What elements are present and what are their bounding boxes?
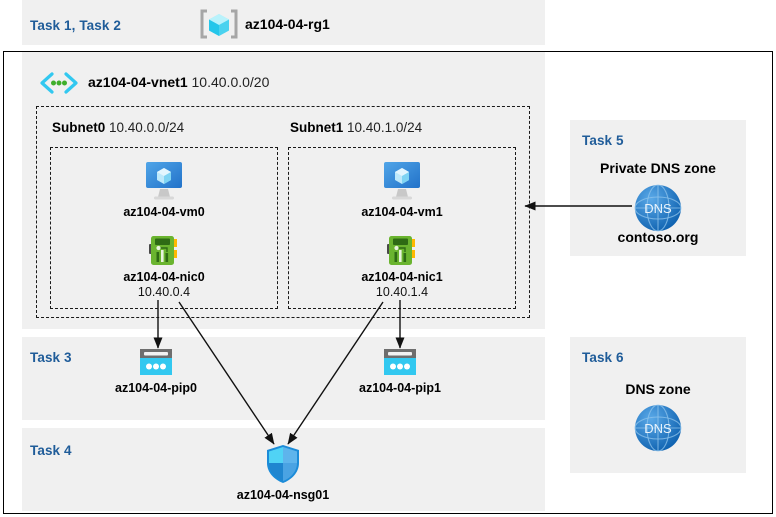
task-label-4: Task 4: [30, 443, 72, 458]
dns-zone-title: DNS zone: [625, 381, 691, 397]
task-label-3: Task 3: [30, 350, 72, 365]
subnet0-header: Subnet0 10.40.0.0/24: [52, 120, 185, 135]
subnet0-box: [50, 147, 278, 309]
vm0-node[interactable]: az104-04-vm0: [104, 160, 224, 220]
vnet-panel: [22, 52, 545, 329]
private-dns-zone-title: Private DNS zone: [600, 160, 716, 176]
subnet1-header: Subnet1 10.40.1.0/24: [290, 120, 423, 135]
task-label-6: Task 6: [582, 350, 624, 365]
pip0-label: az104-04-pip0: [115, 381, 197, 395]
nic1-label: az104-04-nic1: [361, 270, 443, 284]
vnet-name-label: az104-04-vnet1 10.40.0.0/20: [88, 74, 270, 90]
pip1-label: az104-04-pip1: [359, 381, 441, 395]
task-label-5: Task 5: [582, 133, 624, 148]
virtual-network-icon: [38, 72, 80, 94]
network-interface-icon: [342, 234, 462, 268]
nic0-label: az104-04-nic0: [123, 270, 205, 284]
dns-zone-icon: DNS: [633, 403, 683, 453]
network-interface-icon: [104, 234, 224, 268]
subnet0-cidr: 10.40.0.0/24: [109, 120, 185, 135]
virtual-machine-icon: [104, 160, 224, 202]
nsg-label: az104-04-nsg01: [236, 488, 330, 502]
pip1-node[interactable]: az104-04-pip1: [340, 347, 460, 396]
private-dns-zone-name: contoso.org: [617, 229, 699, 245]
subnets-container: [36, 106, 530, 318]
subnet1-box: [288, 147, 516, 309]
resource-group-icon: [199, 8, 239, 40]
virtual-machine-icon: [342, 160, 462, 202]
vnet-cidr: 10.40.0.0/20: [191, 74, 270, 90]
vm0-label: az104-04-vm0: [123, 205, 205, 219]
nic1-node[interactable]: az104-04-nic1 10.40.1.4: [342, 234, 462, 300]
public-ip-address-icon: [340, 347, 460, 377]
nic1-ip: 10.40.1.4: [375, 285, 429, 299]
dns-zone-icon: DNS: [633, 183, 683, 233]
dns-icon-text: DNS: [644, 421, 672, 436]
resource-group-name-label: az104-04-rg1: [245, 16, 330, 32]
nsg-node[interactable]: az104-04-nsg01: [223, 443, 343, 503]
task3-panel: [22, 337, 545, 420]
pip0-node[interactable]: az104-04-pip0: [96, 347, 216, 396]
dns-icon-text: DNS: [644, 201, 672, 216]
public-ip-address-icon: [96, 347, 216, 377]
network-security-group-icon: [223, 443, 343, 485]
diagram-outer-frame: [3, 51, 773, 514]
subnet1-cidr: 10.40.1.0/24: [347, 120, 423, 135]
nic0-ip: 10.40.0.4: [137, 285, 191, 299]
vm1-node[interactable]: az104-04-vm1: [342, 160, 462, 220]
vm1-label: az104-04-vm1: [361, 205, 443, 219]
task-label-1-2: Task 1, Task 2: [30, 18, 121, 33]
nic0-node[interactable]: az104-04-nic0 10.40.0.4: [104, 234, 224, 300]
task1-task2-panel: [22, 0, 545, 45]
